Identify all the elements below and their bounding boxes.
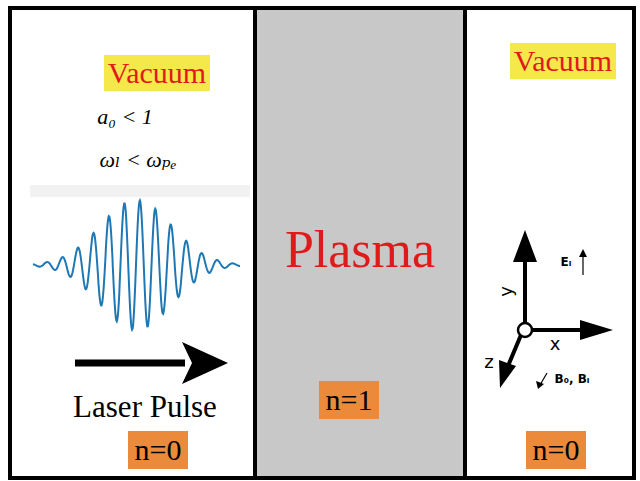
axis-label: y (495, 286, 516, 297)
axis-origin (518, 323, 532, 337)
region-title: Plasma (285, 220, 435, 280)
arrow-head (182, 342, 228, 384)
region-title: Vacuum (104, 55, 210, 91)
propagation-arrow (75, 360, 185, 367)
field-label: B₀, Bₗ (555, 372, 590, 386)
parameter-label: a₀ < 1 (97, 104, 153, 130)
axes (499, 230, 613, 388)
index-label: n=0 (526, 431, 587, 469)
outer-frame (10, 8, 634, 478)
index-label: n=0 (128, 431, 189, 469)
field-label: Eₗ (561, 255, 572, 269)
axis-label: x (550, 333, 561, 354)
b-field-head (536, 381, 544, 389)
wave-strip (30, 185, 250, 197)
medium-region (467, 10, 632, 476)
index-label: n=1 (319, 381, 380, 419)
pulse-label: Laser Pulse (73, 389, 217, 425)
plasma-slab (255, 8, 465, 478)
parameter-label: ωₗ < ωₚₑ (100, 147, 177, 173)
e-field-head (579, 249, 587, 257)
laser-wave (33, 200, 240, 329)
axis-label: z (484, 351, 493, 372)
region-title: Vacuum (510, 43, 616, 79)
